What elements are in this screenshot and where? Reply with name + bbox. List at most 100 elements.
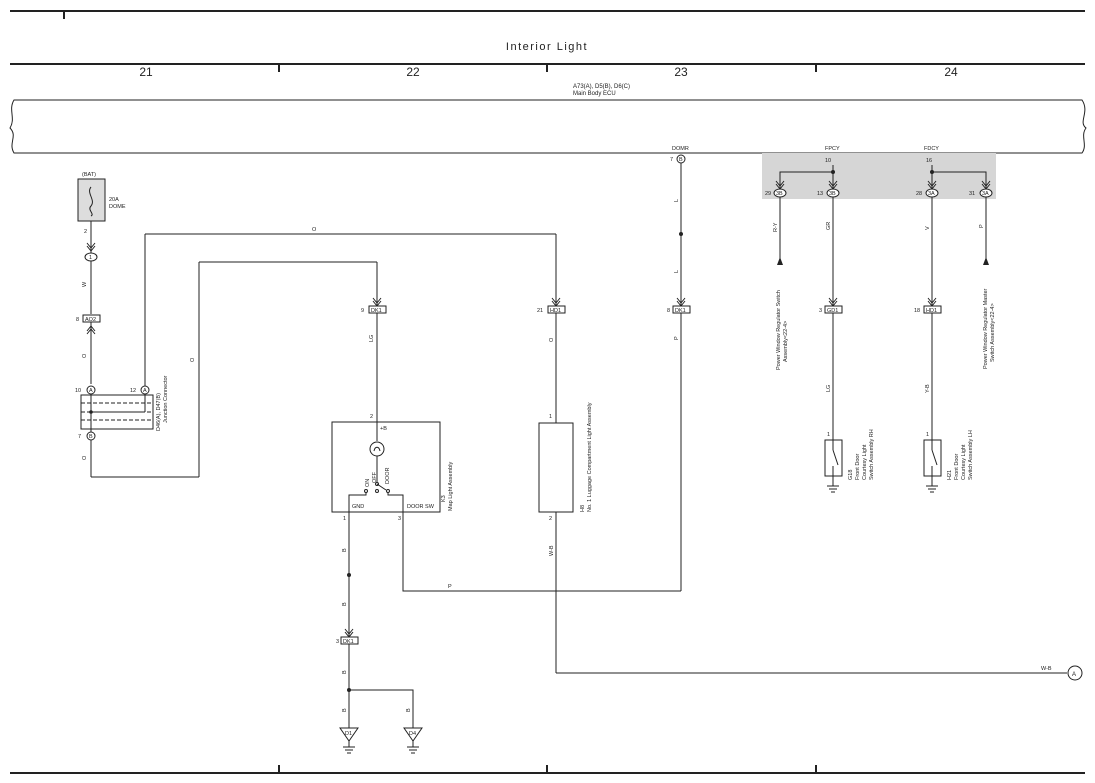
- connector-ao2-code: AO2: [85, 317, 96, 323]
- column-number: 24: [944, 65, 958, 79]
- wire-color-label: L: [674, 270, 680, 273]
- wire-color-label: GR: [826, 222, 832, 230]
- junction-block-shading: [762, 153, 996, 199]
- wire-color-label: Y-B: [925, 384, 931, 393]
- junction-pin-circle: [86, 385, 96, 395]
- luggage-pin-top: 1: [549, 414, 552, 420]
- wire-color-label: LG: [369, 335, 375, 342]
- connector-hd1-code: HD1: [550, 308, 561, 314]
- map-light-door-sw: DOOR SW: [407, 504, 435, 510]
- switch-lh-name1: Front Door: [954, 454, 960, 480]
- wire-color-label: B: [342, 602, 348, 606]
- connector-hd1-pin: 18: [914, 308, 920, 314]
- diagram-title: Interior Light: [506, 41, 588, 53]
- ground-icon: [827, 476, 839, 493]
- switch-lh-code: H21: [947, 470, 953, 480]
- map-light-pin-door: 3: [398, 516, 401, 522]
- switch-arm: [376, 483, 387, 491]
- connector-hd1-pin: 21: [537, 308, 543, 314]
- wire-color-label: W-B: [1041, 666, 1052, 672]
- lamp-icon: [369, 441, 385, 457]
- wire-color-label: O: [549, 337, 555, 342]
- ecu-code: A73(A), D5(B), D6(C): [573, 84, 630, 90]
- junction-wire: [779, 171, 833, 189]
- connector-dk1-code: DK1: [675, 308, 686, 314]
- wire-color-label: O: [312, 227, 317, 233]
- ecu-name: Main Body ECU: [573, 91, 616, 97]
- connector-gd1-pin: 3: [819, 308, 822, 314]
- switch-rh-code: G18: [848, 470, 854, 480]
- junction-block-conn-label: 3A: [928, 191, 935, 197]
- junction-pin-label: 10: [75, 388, 81, 394]
- map-light-wire: [387, 492, 404, 512]
- junction-block-pin: 31: [969, 191, 975, 197]
- switch-rh-name2: Courtesy Light: [862, 444, 868, 480]
- ground-icon: [407, 741, 419, 754]
- wire-p: [402, 512, 681, 592]
- ground-point-d4: [403, 727, 423, 742]
- ecu-pin-conn: B: [679, 157, 683, 163]
- junction-pin-label: 7: [78, 434, 81, 440]
- wire-color-label: W-B: [549, 545, 555, 556]
- fuse-name: DOME: [109, 204, 126, 210]
- switch-rh-name1: Front Door: [855, 454, 861, 480]
- wire-color-label: B: [342, 670, 348, 674]
- junction-pin-conn: B: [89, 434, 93, 440]
- off-page-connector-a: [1067, 665, 1083, 681]
- connector-ao2-pin: 8: [76, 317, 79, 323]
- wire-color-label: P: [448, 584, 452, 590]
- connector-dk1-code: DK1: [343, 639, 354, 645]
- ecu-pin-fpcy: 10: [825, 158, 831, 164]
- switch-lh-name3: Switch Assembly LH: [968, 430, 974, 480]
- connector-dk1-pin: 8: [667, 308, 670, 314]
- junction-block-pin: 28: [916, 191, 922, 197]
- ref-pw-switch-line1: Power Window Regulator Switch: [776, 290, 782, 370]
- wire-color-label: B: [406, 708, 412, 712]
- ground-point-d1: [339, 727, 359, 742]
- lamp-filament: [373, 446, 381, 452]
- ground-label: D1: [345, 731, 352, 737]
- connector-dk1-code: DK1: [371, 308, 382, 314]
- map-light-code: K3: [441, 495, 447, 502]
- ecu-signal-fdcy: FDCY: [924, 146, 939, 152]
- ground-icon: [343, 741, 355, 754]
- ground-icon: [926, 476, 938, 493]
- switch-lh-contact: [931, 449, 938, 466]
- off-page-label: A: [1072, 672, 1076, 678]
- map-light-wire: [348, 492, 367, 512]
- junction-block-pin: 29: [765, 191, 771, 197]
- connector-1-pin: 1: [89, 255, 92, 261]
- ground-label: D4: [409, 731, 416, 737]
- map-light-pos-on: ON: [365, 479, 371, 487]
- map-light-pos-door: DOOR: [385, 467, 391, 484]
- column-number: 23: [674, 65, 688, 79]
- wire-b: [349, 689, 414, 728]
- wire-color-label: V: [925, 226, 931, 230]
- connector-gd1-code: GD1: [827, 308, 838, 314]
- arrow-icon: [983, 257, 989, 265]
- ecu-signal-fpcy: FPCY: [825, 146, 840, 152]
- connector-chevron: [86, 242, 96, 252]
- luggage-pin-bot: 2: [549, 516, 552, 522]
- wire-color-label: O: [190, 357, 196, 362]
- ecu-pin-fdcy: 16: [926, 158, 932, 164]
- ref-pw-switch-line2: Assembly<22-4>: [783, 321, 789, 362]
- splice-dot: [347, 573, 351, 577]
- switch-rh-name3: Switch Assembly RH: [869, 429, 875, 480]
- luggage-light-name: No. 1 Luggage Compartment Light Assembly: [587, 402, 593, 512]
- wire-color-label: R-Y: [773, 222, 779, 232]
- map-light-plus: +B: [380, 426, 387, 432]
- fuse-source: (BAT): [82, 172, 96, 178]
- connector-1: [84, 252, 98, 262]
- ecu-signal-domr: DOMR: [672, 146, 689, 152]
- ecu-pin-domr: 7: [670, 157, 673, 163]
- luggage-light-box: [538, 422, 574, 513]
- map-light-box: [331, 421, 441, 513]
- fuse-pin: 2: [84, 229, 87, 235]
- switch-lh-pin: 1: [926, 432, 929, 438]
- wire-color-label: O: [82, 455, 88, 460]
- map-light-name: Map Light Assembly: [448, 462, 454, 511]
- wire-color-label: B: [342, 708, 348, 712]
- junction-pin-conn: A: [143, 388, 147, 394]
